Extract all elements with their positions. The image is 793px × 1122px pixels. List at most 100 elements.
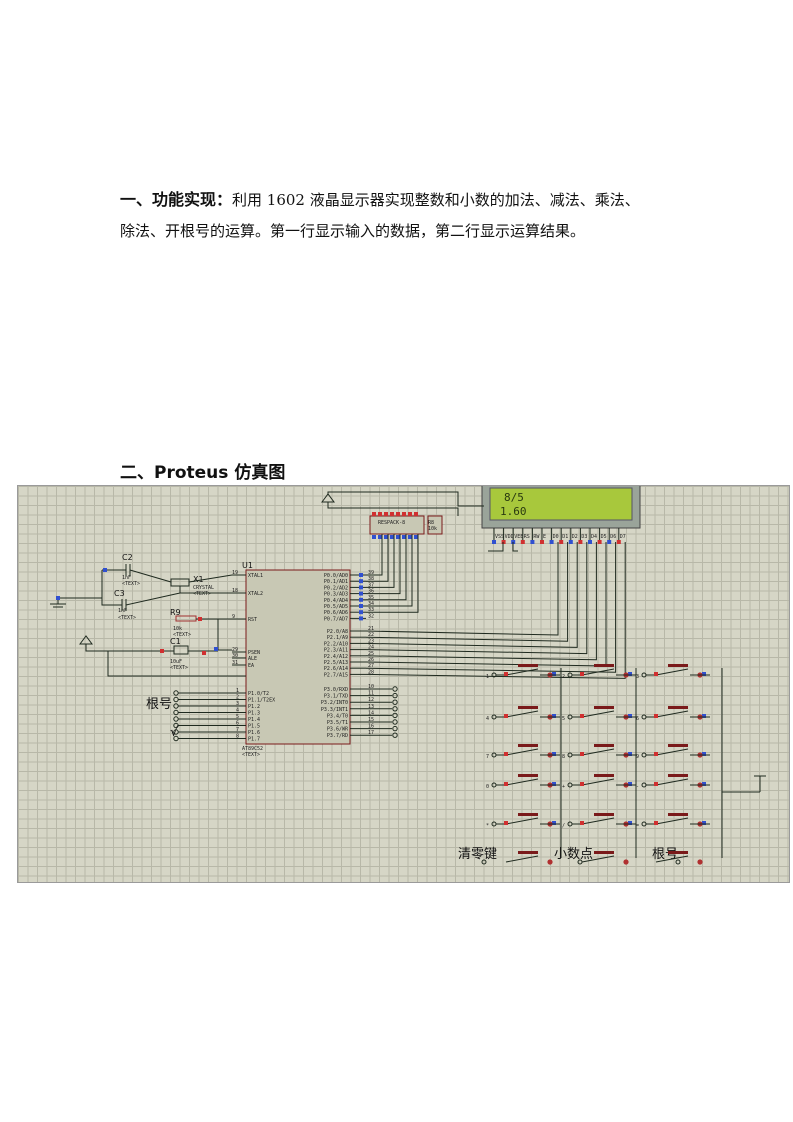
mcu-p1-number: 3 [236,701,239,707]
pin-marker-blue [56,596,60,600]
wire [125,592,181,606]
mcu-p1-label: P1.0/T2 [248,691,269,697]
wire [196,618,232,651]
pin-marker-red [202,651,206,655]
pin-marker [520,540,525,544]
probe-circle [173,703,179,709]
key-switch-blade [655,855,689,863]
key-label-4-0: * [486,823,489,829]
mcu-p2-number: 27 [368,663,374,669]
probe-circle [392,699,398,705]
lcd-data-wire [365,542,597,661]
pin-marker [578,540,583,544]
mcu-pin-label: PSEN [248,650,260,656]
pin-marker [501,540,506,544]
mcu-p0-label: P0.4/AD4 [324,598,348,604]
key-switch-cap [668,774,688,777]
key-terminal [641,672,647,678]
pin-marker-blue [628,672,632,676]
mcu-p3-label: P3.2/INT0 [321,700,348,706]
lcd-data-wire [365,542,559,636]
pin-marker-red [504,821,508,825]
key-terminal [641,782,647,788]
key-switch-blade [581,817,615,825]
key-switch-blade [581,748,615,756]
key-switch-blade [505,710,539,718]
pin-marker-red [372,512,376,516]
lcd-pin-label: VDD [505,534,514,540]
pin-marker-red [654,752,658,756]
key-switch-cap [668,813,688,816]
lcd-data-wire [365,542,626,679]
pin-marker-blue [372,535,376,539]
capacitor-c1 [173,645,189,655]
key-label-4-2: = [636,823,639,829]
pin-marker-blue [552,672,556,676]
mcu-p2-number: 21 [368,626,374,632]
pin-marker [588,540,592,544]
mcu-p1-number: 7 [236,727,239,733]
key-switch-blade [655,748,689,756]
data-bus-wire [366,534,389,582]
pin-marker [492,540,496,544]
pin-marker-red [198,617,202,621]
key-terminal [567,821,573,827]
pin-marker-red [414,512,418,516]
mcu-p1-number: 2 [236,695,239,701]
key-switch-blade [581,778,615,786]
c1-value-label: 10uF [170,659,182,665]
mcu-p2-label: P2.1/A9 [327,635,348,641]
probe-circle [392,692,398,699]
key-switch-cap [668,851,688,854]
key-terminal-dot [623,859,629,865]
key-terminal [641,714,647,720]
pin-marker-blue [408,535,412,539]
key-terminal [491,821,497,827]
mcu-p3-label: P3.1/TXD [324,694,348,700]
pin-marker-blue [628,782,632,786]
lcd-data-wire [365,542,578,648]
key-terminal [491,782,497,788]
mcu-p2-number: 23 [368,638,374,644]
mcu-p3-number: 17 [368,730,374,736]
wire [327,502,459,516]
key-label-0-2: 3 [636,674,639,680]
wire [488,542,504,552]
key-label-1-1: 5 [562,716,565,722]
key-terminal [675,859,681,865]
mcu-p2-label: P2.7/A15 [324,672,348,678]
x1-value-label: CRYSTAL [193,585,214,591]
mcu-pin-label: ALE [248,656,257,662]
section-1-text-line-2: 除法、开根号的运算。第一行显示输入的数据，第二行显示运算结果。 [120,222,586,240]
section-2-heading: 二、Proteus 仿真图 [120,463,286,483]
pin-marker [616,540,621,544]
key-switch-cap [518,744,538,747]
pin-marker-red [580,821,584,825]
pin-marker-blue [214,647,218,651]
probe-circle [392,686,398,692]
pin-marker-blue [390,535,394,539]
x1-text-tag: <TEXT> [193,591,211,597]
pin-marker-red [654,782,658,786]
mcu-ref-label: U1 [242,561,253,570]
r9-text-tag: <TEXT> [173,632,191,638]
key-switch-cap [668,706,688,709]
mcu-p0-number: 33 [368,607,374,613]
probe-circle [392,732,398,738]
mcu-p0-label: P0.3/AD3 [324,592,348,598]
pin-marker-red [580,672,584,676]
c2-text-tag: <TEXT> [122,581,140,587]
key-switch-blade [505,855,539,863]
key-terminal [491,714,497,720]
section-1-heading: 一、功能实现： [120,190,233,209]
power-symbol [79,635,93,645]
key-label-0-1: 2 [562,674,565,680]
mcu-p2-number: 28 [368,669,374,675]
pin-marker-red [654,821,658,825]
key-terminal [567,672,573,678]
pin-marker-blue [359,616,363,621]
pin-marker-red [580,752,584,756]
mcu-p1-number: 4 [236,708,239,714]
key-terminal-dot [547,859,553,865]
root-sign-symbol: √ [170,725,179,740]
